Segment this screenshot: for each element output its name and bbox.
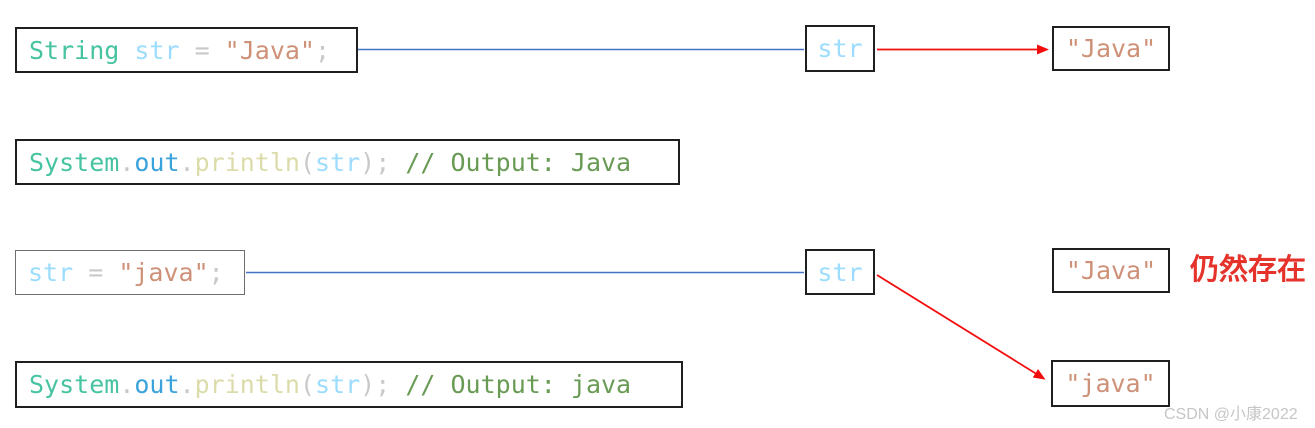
- csdn-watermark: CSDN @小康2022: [1164, 406, 1298, 423]
- code-line-println-java-lower: System.out.println(str); // Output: java: [15, 361, 683, 408]
- code-token: =: [179, 35, 225, 65]
- code-token: println: [194, 370, 300, 399]
- code-token: // Output: java: [405, 370, 632, 399]
- code-token: "java": [118, 258, 209, 287]
- code-token: str: [315, 370, 361, 399]
- annotation-still-exists: 仍然存在: [1190, 252, 1307, 286]
- code-token: (: [299, 147, 316, 177]
- code-token: out: [134, 147, 180, 177]
- code-token: "Java": [224, 35, 315, 65]
- code-token: [390, 150, 405, 175]
- code-token: (: [299, 370, 316, 399]
- code-line-reassignment: str = "java";: [15, 250, 245, 295]
- code-line-declaration: String str = "Java";: [15, 27, 358, 73]
- code-token: println: [194, 147, 300, 177]
- code-token: str: [315, 147, 361, 177]
- heap-value-node-new-java: "java": [1051, 360, 1170, 407]
- reference-node-str-2: str: [805, 249, 875, 295]
- code-token: [390, 372, 405, 397]
- code-token: str: [134, 35, 180, 65]
- code-token: .: [119, 370, 135, 399]
- code-token: );: [360, 147, 391, 177]
- arrow-ref-to-new-java-value: [876, 274, 1046, 380]
- code-token: System: [29, 147, 120, 177]
- heap-value-node-Java: "Java": [1052, 26, 1170, 71]
- code-token: System: [29, 370, 120, 399]
- code-token: // Output: Java: [405, 147, 632, 177]
- reference-node-str-1: str: [805, 25, 875, 72]
- code-token: ;: [208, 258, 224, 287]
- heap-value-node-old-Java: "Java": [1052, 248, 1170, 293]
- code-token: .: [179, 370, 195, 399]
- code-token: ;: [314, 35, 331, 65]
- code-token: );: [360, 370, 391, 399]
- code-token: String: [29, 35, 135, 65]
- code-token: .: [119, 147, 135, 177]
- code-token: out: [134, 370, 180, 399]
- code-token: str: [28, 258, 74, 287]
- code-line-println-java-upper: System.out.println(str); // Output: Java: [15, 139, 680, 185]
- code-token: .: [179, 147, 195, 177]
- code-token: =: [73, 258, 119, 287]
